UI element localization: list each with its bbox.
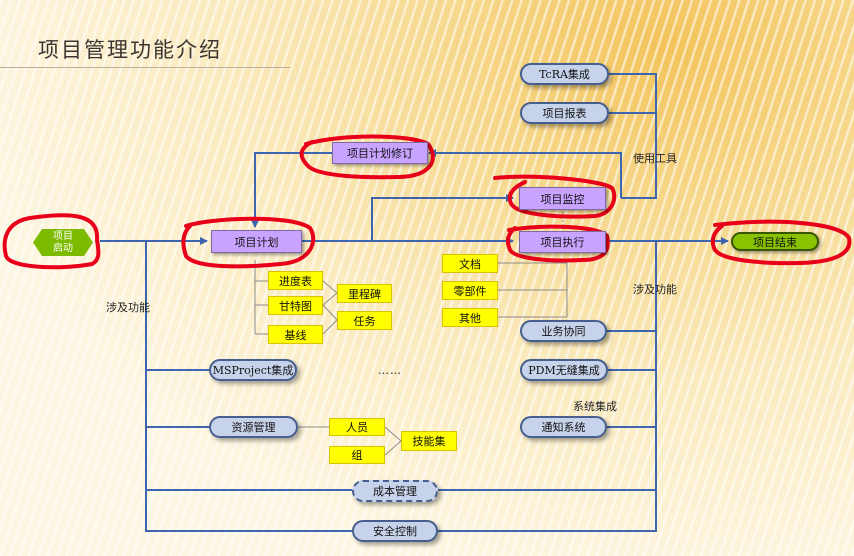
other-item[interactable]: 其他 xyxy=(442,308,498,327)
arrow-revise-to-plan xyxy=(251,152,333,228)
highlight-plan xyxy=(181,216,316,269)
person-item[interactable]: 人员 xyxy=(329,418,385,436)
project-start-node[interactable]: 项目 启动 xyxy=(33,229,93,256)
involve-label-right: 涉及功能 xyxy=(633,283,677,296)
highlight-execute xyxy=(505,224,610,263)
arrow-monitor-to-revise xyxy=(428,149,622,198)
cost-management-pill[interactable]: 成本管理 xyxy=(352,480,438,502)
ellipsis-label: …… xyxy=(378,364,402,377)
highlight-start xyxy=(2,213,101,270)
pdm-integration-pill[interactable]: PDM无缝集成 xyxy=(520,359,608,381)
resource-management-pill[interactable]: 资源管理 xyxy=(209,416,298,438)
tcra-integration-pill[interactable]: TcRA集成 xyxy=(520,63,609,85)
project-monitor-box[interactable]: 项目监控 xyxy=(519,187,606,210)
involve-label-left: 涉及功能 xyxy=(106,301,150,314)
tools-tree xyxy=(609,73,657,199)
skills-item[interactable]: 技能集 xyxy=(401,431,457,451)
document-item[interactable]: 文档 xyxy=(442,254,498,273)
left-tree-trunk xyxy=(145,241,352,532)
highlight-end xyxy=(710,219,852,266)
schedule-item[interactable]: 进度表 xyxy=(268,271,323,290)
security-control-pill[interactable]: 安全控制 xyxy=(352,520,438,542)
page-title: 项目管理功能介绍 xyxy=(38,38,222,62)
task-item[interactable]: 任务 xyxy=(337,311,392,330)
baseline-item[interactable]: 基线 xyxy=(268,325,323,344)
project-plan-revise-box[interactable]: 项目计划修订 xyxy=(332,142,428,164)
gantt-item[interactable]: 甘特图 xyxy=(268,296,323,315)
highlight-monitor xyxy=(493,174,617,219)
title-underline xyxy=(0,67,290,68)
system-integration-label: 系统集成 xyxy=(573,400,617,413)
highlight-revise xyxy=(299,134,435,180)
project-plan-box[interactable]: 项目计划 xyxy=(211,230,302,253)
project-execute-box[interactable]: 项目执行 xyxy=(519,231,606,253)
msproject-integration-pill[interactable]: MSProject集成 xyxy=(209,359,297,381)
business-collab-pill[interactable]: 业务协同 xyxy=(520,320,607,342)
start-label-line1: 项目 xyxy=(53,230,73,242)
tools-label: 使用工具 xyxy=(633,152,677,165)
arrow-plan-to-monitor xyxy=(371,194,514,241)
parts-item[interactable]: 零部件 xyxy=(442,281,498,300)
project-report-pill[interactable]: 项目报表 xyxy=(520,102,609,124)
group-item[interactable]: 组 xyxy=(329,446,385,464)
right-tree-trunk xyxy=(438,241,657,532)
milestone-item[interactable]: 里程碑 xyxy=(337,284,392,303)
project-end-node[interactable]: 项目结束 xyxy=(731,232,819,251)
notify-system-pill[interactable]: 通知系统 xyxy=(520,416,607,438)
highlight-circles xyxy=(2,134,852,270)
start-label-line2: 启动 xyxy=(53,242,73,254)
